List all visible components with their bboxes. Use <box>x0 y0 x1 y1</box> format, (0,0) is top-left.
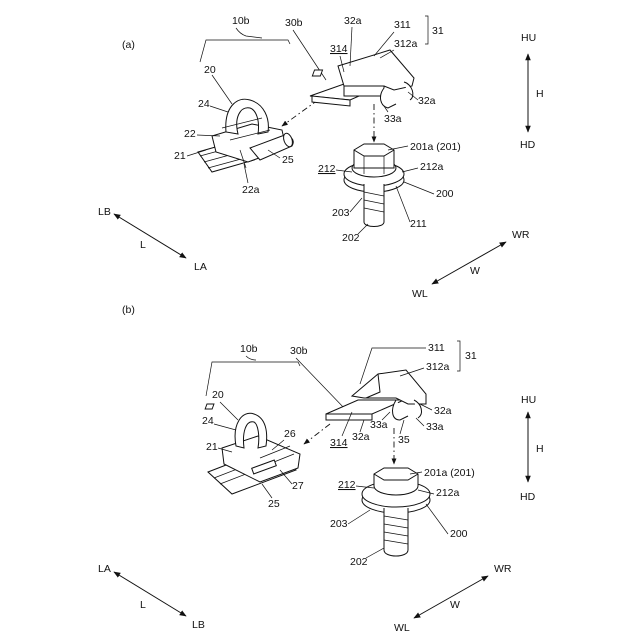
label-312a-b: 312a <box>426 361 450 373</box>
dir-LA-a: LA <box>194 261 207 273</box>
label-33a-mid-b: 33a <box>370 419 388 431</box>
insert-arrow-a <box>282 100 318 126</box>
label-203: 203 <box>332 207 350 219</box>
label-200: 200 <box>436 188 454 200</box>
label-211: 211 <box>410 218 427 230</box>
label-35-b: 35 <box>398 434 410 446</box>
direction-w-a: WR W WL <box>412 229 530 300</box>
label-212: 212 <box>318 163 336 175</box>
label-311-b: 311 <box>428 342 445 354</box>
label-30b: 30b <box>285 17 303 29</box>
panel-b: (b) 10b 30b 20 24 21 26 27 25 <box>98 304 544 634</box>
label-21: 21 <box>174 150 186 162</box>
dir-HU-b: HU <box>521 394 536 406</box>
label-25: 25 <box>282 154 294 166</box>
label-26-b: 26 <box>284 428 296 440</box>
label-212-b: 212 <box>338 479 356 491</box>
label-314-b: 314 <box>330 437 348 449</box>
label-314: 314 <box>330 43 348 55</box>
panel-a: (a) 10b 30b 20 <box>98 15 544 300</box>
dir-W-a: W <box>470 265 480 277</box>
dir-H-a: H <box>536 88 544 100</box>
label-202-b: 202 <box>350 556 368 568</box>
direction-w-b: WR W WL <box>394 563 512 634</box>
label-21-b: 21 <box>206 441 218 453</box>
direction-l-a: LB L LA <box>98 206 207 273</box>
label-31-b: 31 <box>465 350 477 362</box>
label-32a-right: 32a <box>418 95 436 107</box>
label-30b-b: 30b <box>290 345 308 357</box>
label-10b: 10b <box>232 15 250 27</box>
dir-W-b: W <box>450 599 460 611</box>
label-201a: 201a (201) <box>410 141 461 153</box>
brace-10b: 10b <box>200 15 290 62</box>
dir-H-b: H <box>536 443 544 455</box>
label-203-b: 203 <box>330 518 348 530</box>
dir-LA-b: LA <box>98 563 111 575</box>
label-32a-right-b: 32a <box>434 405 452 417</box>
label-200-b: 200 <box>450 528 468 540</box>
dir-L-a: L <box>140 239 146 251</box>
label-312a: 312a <box>394 38 418 50</box>
label-20-b: 20 <box>212 389 224 401</box>
label-10b-b: 10b <box>240 343 258 355</box>
direction-l-b: LA L LB <box>98 563 205 631</box>
label-212a-b: 212a <box>436 487 460 499</box>
dir-LB-a: LB <box>98 206 111 218</box>
label-31: 31 <box>432 25 444 37</box>
panel-a-label: (a) <box>122 39 135 51</box>
label-27-b: 27 <box>292 480 304 492</box>
label-32a-mid-b: 32a <box>352 431 370 443</box>
label-311: 311 <box>394 19 411 31</box>
direction-h-a: HU H HD <box>520 32 544 151</box>
dir-WL-a: WL <box>412 288 428 300</box>
terminal-20-b <box>208 413 300 494</box>
dir-WL-b: WL <box>394 622 410 634</box>
dir-HU-a: HU <box>521 32 536 44</box>
dir-LB-b: LB <box>192 619 205 631</box>
label-212a: 212a <box>420 161 444 173</box>
label-202: 202 <box>342 232 360 244</box>
direction-h-b: HU H HD <box>520 394 544 503</box>
label-201a-b: 201a (201) <box>424 467 475 479</box>
panel-b-label: (b) <box>122 304 135 316</box>
label-24-b: 24 <box>202 415 214 427</box>
dir-WR-b: WR <box>494 563 512 575</box>
dir-L-b: L <box>140 599 146 611</box>
label-33a: 33a <box>384 113 402 125</box>
label-22a: 22a <box>242 184 260 196</box>
label-20: 20 <box>204 64 216 76</box>
label-25-b: 25 <box>268 498 280 510</box>
dir-HD-b: HD <box>520 491 536 503</box>
insert-arrow-b <box>304 424 330 444</box>
label-24: 24 <box>198 98 210 110</box>
label-33a-right-b: 33a <box>426 421 444 433</box>
bolt-200-b <box>362 468 430 556</box>
bolt-200 <box>344 144 404 227</box>
dir-HD-a: HD <box>520 139 536 151</box>
dir-WR-a: WR <box>512 229 530 241</box>
label-32a-top: 32a <box>344 15 362 27</box>
leader-30b-b <box>296 358 346 410</box>
plate-31-b <box>205 370 426 420</box>
label-22: 22 <box>184 128 196 140</box>
